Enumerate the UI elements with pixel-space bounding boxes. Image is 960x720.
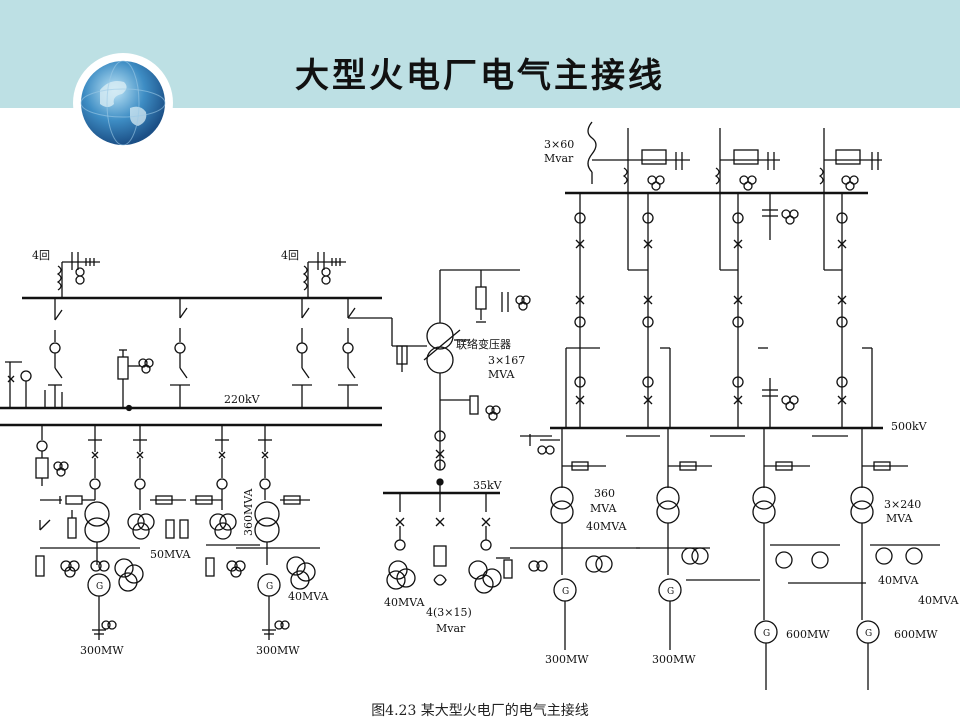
- feeder-35-a: [386, 493, 416, 590]
- bay-4: [823, 193, 848, 428]
- feeder-a: [44, 298, 63, 408]
- label-tie-rating: 3×167: [488, 354, 525, 367]
- label-reactor-rating: 3×60: [544, 138, 574, 151]
- top-feeder-2: [714, 128, 780, 193]
- gen-label-3: G: [562, 587, 569, 597]
- label-tie-unit: MVA: [488, 368, 515, 381]
- label-360: 360: [594, 487, 615, 500]
- label-comp-unit: Mvar: [436, 622, 466, 635]
- label-gen-300mw-3: 300MW: [545, 653, 589, 666]
- gen-label-1: G: [96, 582, 103, 592]
- label-360-mva: MVA: [590, 502, 617, 515]
- label-return-right: 4回: [281, 249, 299, 262]
- feeder-b: [170, 298, 190, 408]
- label-gen-600mw-2: 600MW: [894, 628, 938, 641]
- label-40mva-mid: 40MVA: [586, 520, 627, 533]
- label-bus-500: 500kV: [891, 420, 928, 433]
- label-return-left: 4回: [32, 249, 50, 262]
- label-3x240: 3×240: [884, 498, 921, 511]
- label-comp-rating: 4(3×15): [426, 606, 472, 619]
- bay-1: [574, 193, 586, 428]
- label-360mva-vertical: 360MVA: [242, 488, 255, 536]
- label-40mva-left: 40MVA: [288, 590, 329, 603]
- gen-label-5: G: [763, 629, 770, 639]
- globe-icon: [73, 53, 173, 153]
- unit-3: [752, 428, 866, 690]
- feeder-d: [338, 298, 393, 408]
- top-feeder-1: [622, 128, 690, 193]
- unit-1: [510, 428, 640, 650]
- feeder-35-b: [433, 493, 447, 586]
- unit-2: [636, 428, 760, 650]
- label-40mva-35kv: 40MVA: [384, 596, 425, 609]
- label-gen-300mw-4: 300MW: [652, 653, 696, 666]
- top-feeder-3: [818, 128, 882, 193]
- label-40mva-right1: 40MVA: [878, 574, 919, 587]
- label-bus-35: 35kV: [473, 479, 503, 492]
- gen-branch-4: [236, 425, 320, 640]
- label-gen-600mw-1: 600MW: [786, 628, 830, 641]
- label-tie-transformer: 联络变压器: [456, 337, 511, 351]
- gen-label-2: G: [266, 582, 273, 592]
- gen-label-6: G: [865, 629, 872, 639]
- label-bus-220: 220kV: [224, 393, 261, 406]
- gen-label-4: G: [667, 587, 674, 597]
- gen-branch-1: [35, 425, 144, 640]
- label-3x240-mva: MVA: [886, 512, 913, 525]
- feeder-35-c: [468, 493, 513, 594]
- bay-3: [719, 193, 744, 428]
- page-title: 大型火电厂电气主接线: [295, 56, 665, 96]
- label-50mva: 50MVA: [150, 548, 191, 561]
- unit-4: [850, 428, 940, 690]
- feeder-c: [292, 298, 312, 408]
- gen-branch-3: [190, 425, 260, 578]
- label-gen-300mw-2: 300MW: [256, 644, 300, 657]
- wiring-diagram: 4回 4回 220kV 500kV 35kV 联络变压器 3×167 MVA 3…: [0, 121, 959, 690]
- figure-caption: 图4.23 某大型火电厂的电气主接线: [371, 703, 589, 719]
- gen-branch-2: [127, 425, 189, 540]
- label-reactor-unit: Mvar: [544, 152, 574, 165]
- bay-2: [627, 193, 654, 428]
- label-gen-300mw-1: 300MW: [80, 644, 124, 657]
- label-40mva-right2: 40MVA: [918, 594, 959, 607]
